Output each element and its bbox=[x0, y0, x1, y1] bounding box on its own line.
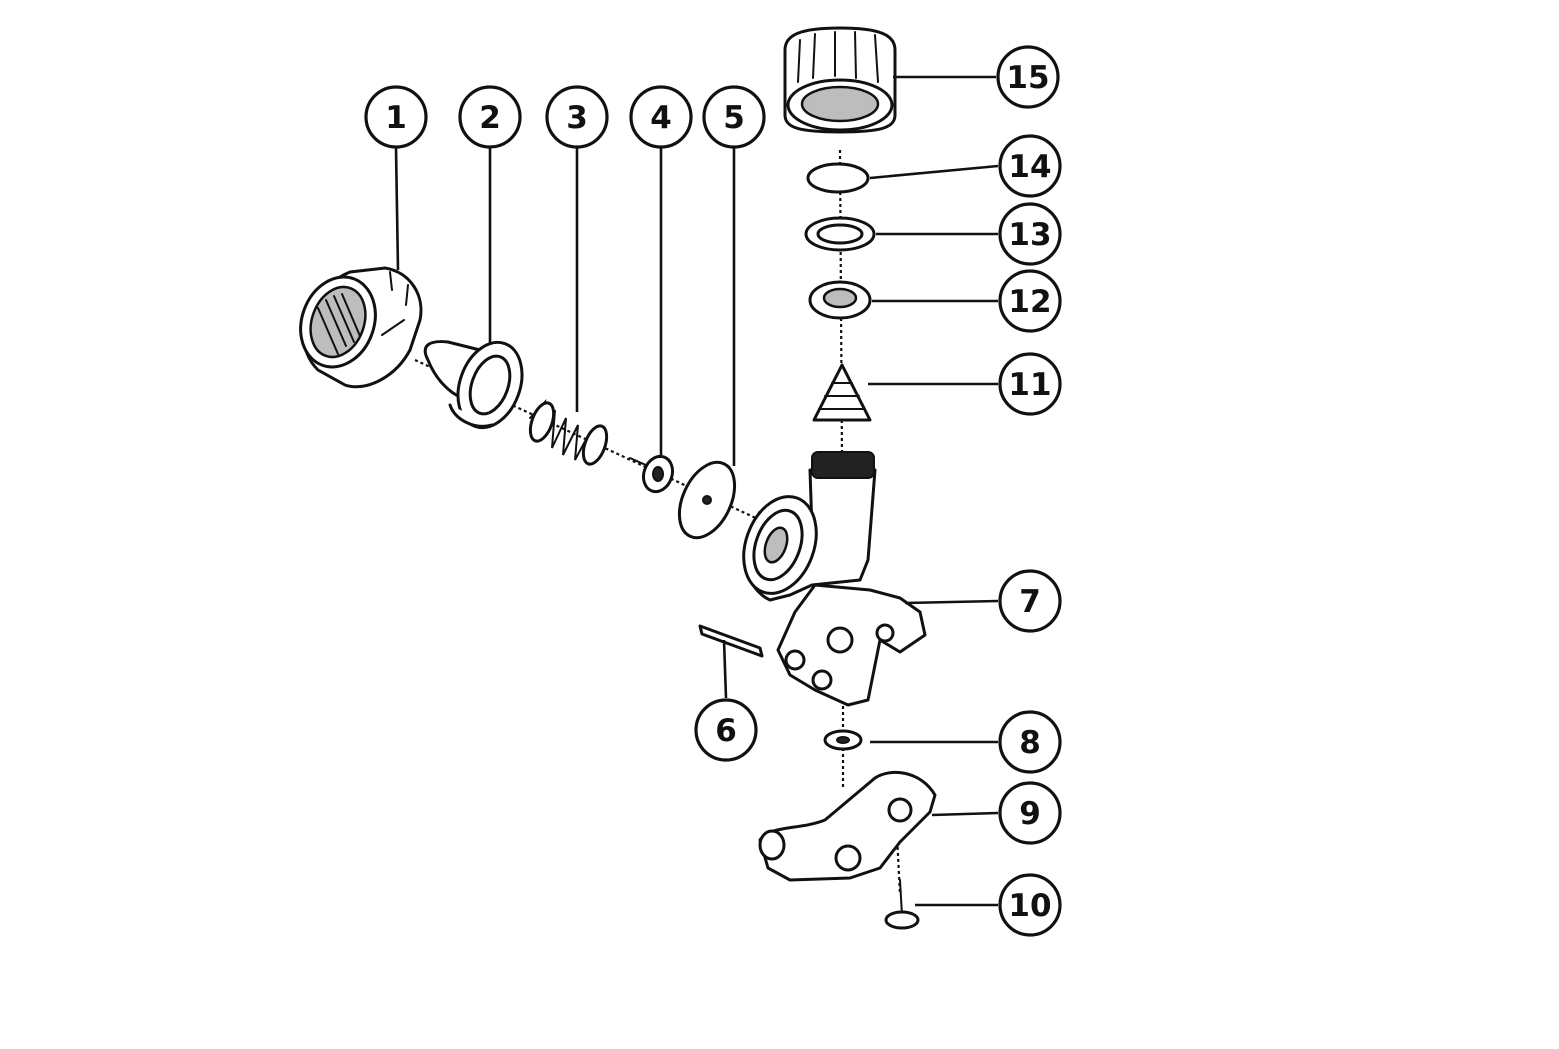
part-13-washer-ring bbox=[804, 216, 876, 252]
callout-6: 6 bbox=[694, 698, 758, 762]
callout-11: 11 bbox=[998, 352, 1062, 416]
part-15-swivel-nut bbox=[783, 26, 897, 134]
part-2-valve-insert bbox=[423, 340, 524, 430]
callout-label-3: 3 bbox=[566, 100, 588, 136]
callout-label-13: 13 bbox=[1008, 217, 1051, 253]
part-3-spring bbox=[528, 399, 609, 466]
callout-4: 4 bbox=[629, 85, 693, 149]
part-8-washer bbox=[823, 729, 863, 751]
part-1-cap-nut bbox=[299, 266, 423, 389]
callout-label-14: 14 bbox=[1008, 149, 1051, 185]
callout-12: 12 bbox=[998, 269, 1062, 333]
leader-7 bbox=[904, 599, 999, 605]
callout-8: 8 bbox=[998, 710, 1062, 774]
callout-10: 10 bbox=[998, 873, 1062, 937]
callout-label-1: 1 bbox=[385, 100, 407, 136]
callout-2: 2 bbox=[458, 85, 522, 149]
callout-7: 7 bbox=[998, 569, 1062, 633]
leader-1 bbox=[394, 147, 400, 271]
part-12-nut bbox=[808, 280, 872, 320]
leader-6 bbox=[722, 639, 728, 699]
callout-3: 3 bbox=[545, 85, 609, 149]
callout-label-7: 7 bbox=[1019, 584, 1041, 620]
callout-label-5: 5 bbox=[723, 100, 745, 136]
callout-15: 15 bbox=[996, 45, 1060, 109]
callout-label-11: 11 bbox=[1008, 367, 1051, 403]
leader-lines bbox=[394, 75, 999, 907]
callout-label-8: 8 bbox=[1019, 725, 1041, 761]
callout-14: 14 bbox=[998, 134, 1062, 198]
part-7-bracket bbox=[776, 583, 927, 707]
callouts: 1 2 3 4 5 6 7 8 bbox=[364, 45, 1062, 937]
part-11-cone-filter bbox=[812, 363, 872, 422]
callout-label-9: 9 bbox=[1019, 796, 1041, 832]
callout-9: 9 bbox=[998, 781, 1062, 845]
callout-label-4: 4 bbox=[650, 100, 672, 136]
callout-13: 13 bbox=[998, 202, 1062, 266]
callout-label-6: 6 bbox=[715, 713, 737, 749]
part-5-diaphragm bbox=[677, 460, 737, 540]
part-6-pin bbox=[698, 624, 764, 658]
callout-label-10: 10 bbox=[1008, 888, 1051, 924]
valve-body bbox=[742, 451, 877, 602]
part-4-poppet bbox=[629, 454, 675, 494]
leader-9 bbox=[931, 811, 999, 817]
leader-14 bbox=[869, 164, 999, 180]
callout-5: 5 bbox=[702, 85, 766, 149]
callout-label-2: 2 bbox=[479, 100, 501, 136]
part-9-lever bbox=[758, 770, 937, 882]
callout-label-12: 12 bbox=[1008, 284, 1051, 320]
part-14-disk bbox=[806, 162, 870, 194]
callout-1: 1 bbox=[364, 85, 428, 149]
part-10-screw bbox=[884, 879, 920, 930]
callout-label-15: 15 bbox=[1006, 60, 1049, 96]
